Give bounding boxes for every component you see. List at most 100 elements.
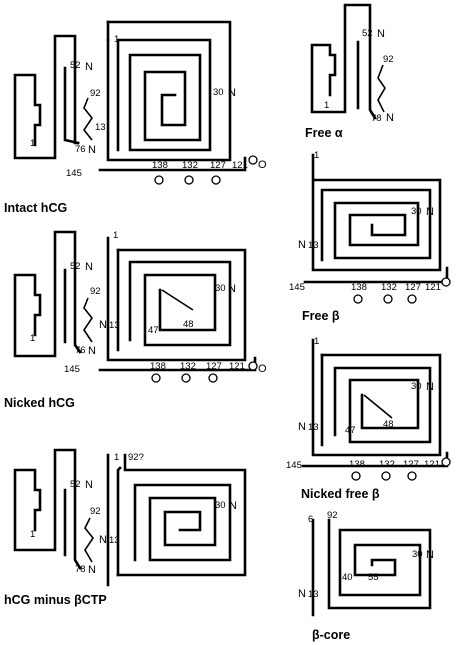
label-52: 52	[70, 261, 81, 272]
o-glycan-circle	[441, 277, 451, 287]
label-92: 92	[90, 286, 101, 297]
alpha-disulfide-zigzag	[83, 297, 93, 343]
label-30: 30	[411, 381, 422, 392]
caption-free-beta: Free β	[302, 309, 340, 323]
label-1: 1	[114, 452, 119, 463]
o-glycan-circle	[353, 294, 363, 304]
label-92q: 92?	[128, 452, 144, 463]
panel-free-beta: 1 30 N N 13 145 138 132 127 121 Free β	[289, 150, 451, 323]
label-127: 127	[405, 282, 421, 293]
label-52: 52	[362, 28, 373, 39]
label-138: 138	[150, 361, 166, 372]
label-52: 52	[70, 479, 81, 490]
label-N: N	[298, 239, 306, 251]
label-92: 92	[383, 54, 394, 65]
label-76: 76	[75, 345, 86, 356]
label-78: 78	[75, 564, 86, 575]
panel-beta-core: 6 92 30 N 40 55 N 13 β-core	[298, 510, 434, 642]
label-N: N	[426, 381, 434, 393]
label-30: 30	[411, 206, 422, 217]
label-1: 1	[114, 34, 119, 45]
o-glycan-circle	[184, 175, 194, 185]
label-13: 13	[308, 240, 319, 251]
label-92: 92	[90, 506, 101, 517]
label-O: O	[258, 363, 267, 375]
label-127: 127	[206, 361, 222, 372]
beta-ctp-line	[98, 156, 247, 172]
label-48: 48	[383, 419, 394, 430]
caption-intact-hcg: Intact hCG	[4, 201, 67, 215]
label-1: 1	[314, 336, 319, 347]
alpha-subunit-chain	[13, 34, 80, 160]
label-30: 30	[215, 283, 226, 294]
beta-spiral	[116, 248, 232, 352]
label-13: 13	[109, 320, 120, 331]
label-O: O	[258, 159, 267, 171]
alpha-subunit-chain	[310, 3, 377, 120]
beta-spiral	[133, 483, 232, 562]
label-30: 30	[215, 500, 226, 511]
label-13: 13	[95, 122, 106, 133]
beta-nick	[161, 289, 194, 311]
alpha-subunit-chain	[13, 230, 82, 358]
beta-outer	[116, 453, 247, 577]
label-138: 138	[152, 160, 168, 171]
label-121: 121	[425, 282, 441, 293]
label-138: 138	[351, 282, 367, 293]
label-132: 132	[180, 361, 196, 372]
label-145: 145	[286, 460, 302, 471]
label-145: 145	[64, 364, 80, 375]
label-30: 30	[412, 549, 423, 560]
label-76: 76	[75, 144, 86, 155]
beta-subunit-chain	[106, 20, 232, 162]
label-40: 40	[342, 572, 353, 583]
panel-intact-hcg: 1 52 N 92 76 N 1 30 N 13 145 138 132 127…	[4, 20, 258, 215]
label-1: 1	[314, 150, 319, 161]
label-121: 121	[232, 160, 248, 171]
label-132: 132	[182, 160, 198, 171]
label-138: 138	[349, 459, 365, 470]
beta-core-spiral	[327, 518, 432, 610]
o-glycan-circle	[248, 155, 258, 165]
o-glycan-circle	[181, 373, 191, 383]
o-glycan-circle	[441, 457, 451, 467]
label-1: 1	[324, 100, 329, 111]
label-145: 145	[66, 168, 82, 179]
o-glycan-circle	[154, 175, 164, 185]
label-30: 30	[213, 87, 224, 98]
label-13: 13	[308, 422, 319, 433]
label-92: 92	[90, 88, 101, 99]
o-glycan-circle	[248, 361, 258, 371]
label-47: 47	[148, 325, 159, 336]
o-glycan-circle	[383, 294, 393, 304]
label-13: 13	[308, 589, 319, 600]
label-N: N	[426, 206, 434, 218]
alpha-subunit-chain	[13, 448, 82, 570]
caption-nicked-free-beta: Nicked free β	[301, 487, 380, 501]
panel-free-alpha: 1 52 N 92 78 N Free α	[305, 3, 394, 140]
beta-spiral	[116, 38, 212, 152]
label-N: N	[88, 564, 96, 576]
label-1: 1	[30, 333, 35, 344]
label-N: N	[88, 345, 96, 357]
label-48: 48	[183, 319, 194, 330]
caption-beta-core: β-core	[312, 628, 350, 642]
label-N: N	[85, 61, 93, 73]
beta-outer	[106, 236, 247, 362]
panel-nicked-hcg: 1 52 N 92 76 N 1 30 N N 13 47 48 145 138…	[4, 230, 258, 410]
o-glycan-circle	[351, 471, 361, 481]
o-glycan-circle	[151, 373, 161, 383]
caption-hcg-minus-bctp: hCG minus βCTP	[4, 593, 107, 607]
label-47: 47	[345, 425, 356, 436]
beta-outer	[311, 153, 442, 272]
label-N: N	[377, 28, 385, 40]
label-N: N	[298, 588, 306, 600]
label-13: 13	[109, 535, 120, 546]
alpha-inner-strand	[63, 66, 80, 145]
panel-nicked-free-beta: 1 30 N N 13 47 48 145 138 132 127 121 Ni…	[286, 336, 451, 501]
label-N: N	[386, 112, 394, 124]
label-52: 52	[70, 60, 81, 71]
label-92: 92	[327, 510, 338, 521]
label-1: 1	[30, 138, 35, 149]
